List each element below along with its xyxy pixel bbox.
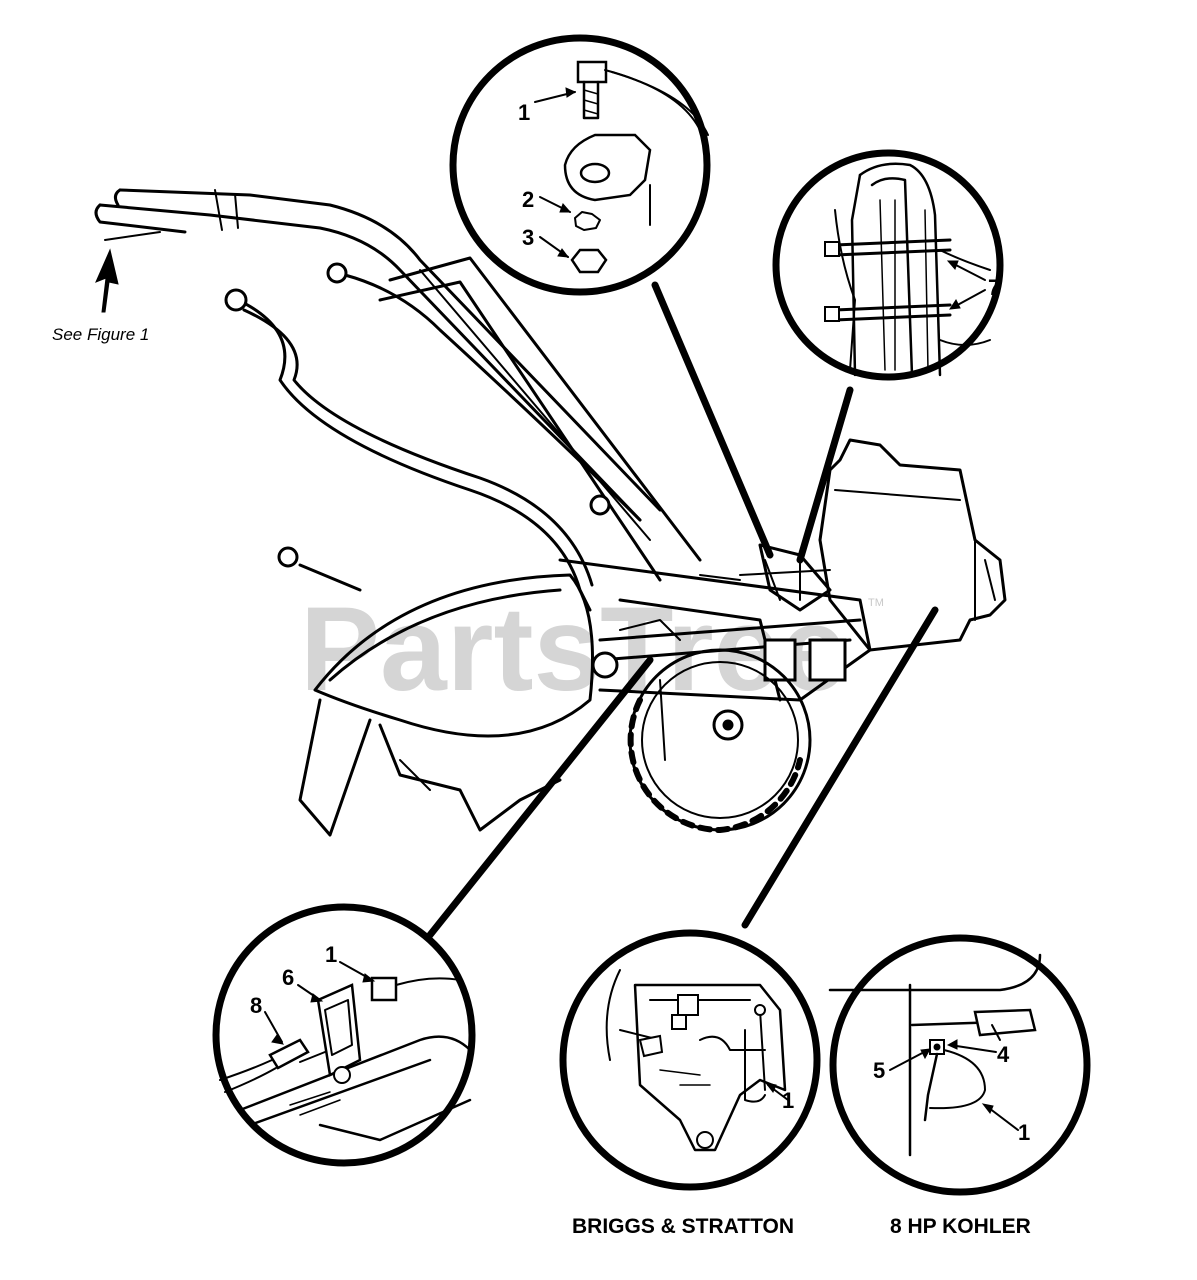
caption-briggs-stratton: BRIGGS & STRATTON [572, 1215, 794, 1238]
detail-circle-briggs-stratton: 1 [559, 929, 821, 1191]
callout-kohler-5: 5 [873, 1058, 885, 1083]
tiller-main-drawing [94, 188, 1007, 939]
see-figure-text: See Figure 1 [52, 325, 149, 344]
detail-circle-wire-ties: 7 [772, 149, 1004, 381]
callout-top-3: 3 [522, 225, 534, 250]
detail-circle-kohler: 4 5 1 [828, 934, 1091, 1196]
caption-kohler: 8 HP KOHLER [890, 1215, 1031, 1238]
up-arrow-icon [95, 248, 119, 313]
callout-bl-8: 8 [250, 993, 262, 1018]
watermark-tm: TM [868, 597, 884, 609]
callout-bl-6: 6 [282, 965, 294, 990]
detail-circle-switch-mount: 1 6 8 [212, 903, 476, 1167]
callout-right-7: 7 [988, 275, 1000, 300]
see-figure-note: See Figure 1 [52, 248, 149, 344]
callout-kohler-4: 4 [997, 1042, 1010, 1067]
callout-briggs-1: 1 [782, 1088, 794, 1113]
callout-top-2: 2 [522, 187, 534, 212]
detail-circle-bolt-assembly: 1 2 3 [449, 34, 711, 296]
callout-kohler-1: 1 [1018, 1120, 1030, 1145]
callout-bl-1: 1 [325, 942, 337, 967]
callout-top-1: 1 [518, 100, 530, 125]
